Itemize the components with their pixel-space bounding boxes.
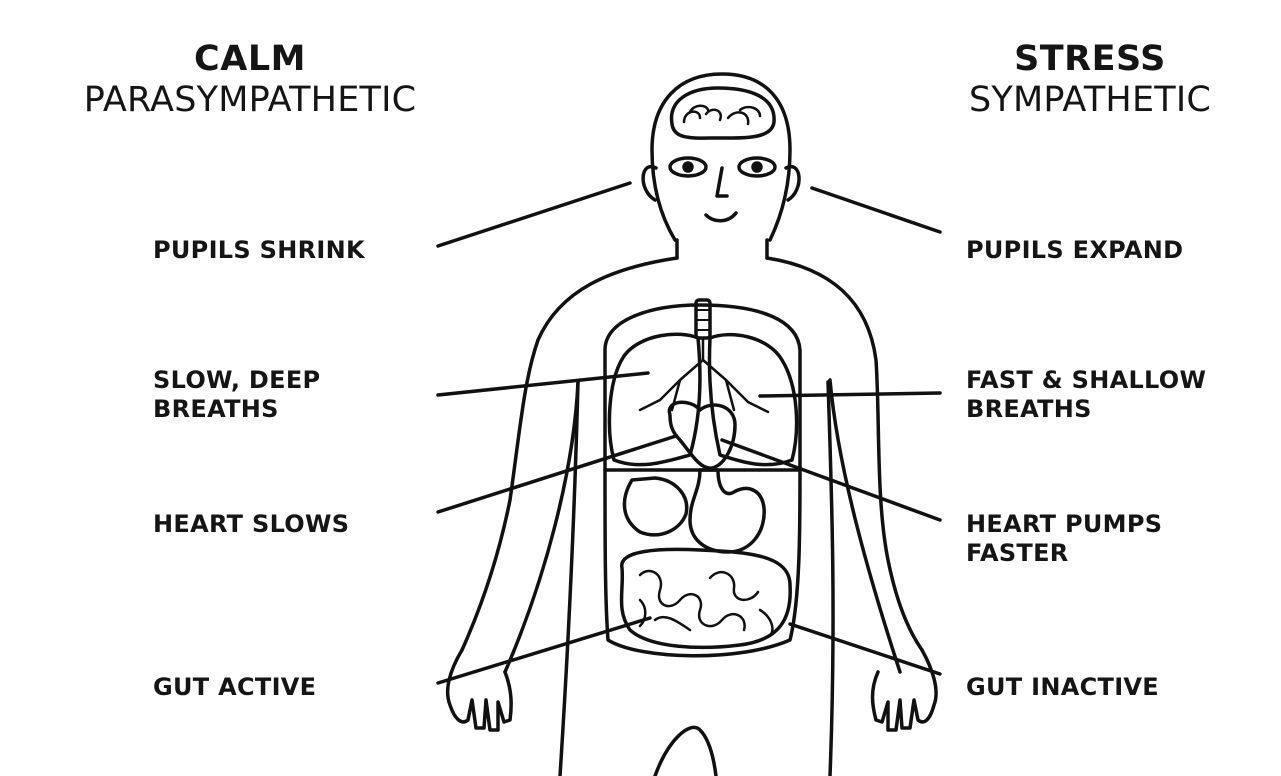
pointer-heart-left [438, 436, 676, 512]
stomach-icon [690, 470, 764, 552]
mouth-icon [706, 213, 736, 221]
pointer-pupils-left [438, 183, 630, 246]
left-pupil-icon [684, 163, 692, 171]
pointer-pupils-right [812, 188, 940, 232]
liver-icon [624, 478, 686, 535]
intestines-coils [640, 571, 772, 636]
brain-folds [684, 106, 760, 124]
abdomen-bottom [605, 470, 800, 656]
intestines-outline [622, 549, 791, 647]
torso-left [560, 382, 578, 776]
left-lung-icon [609, 334, 700, 465]
right-lung-icon [709, 335, 796, 465]
pointer-breath-left [438, 373, 648, 395]
head-outline [652, 74, 790, 240]
torso-right [828, 382, 833, 776]
right-pupil-icon [753, 163, 761, 171]
right-inner-arm [830, 380, 900, 672]
pointer-gut-right [790, 624, 940, 674]
nose-icon [717, 168, 727, 196]
pointer-breath-right [760, 393, 940, 396]
bronchi-icon [640, 338, 768, 412]
crotch-icon [655, 727, 716, 776]
